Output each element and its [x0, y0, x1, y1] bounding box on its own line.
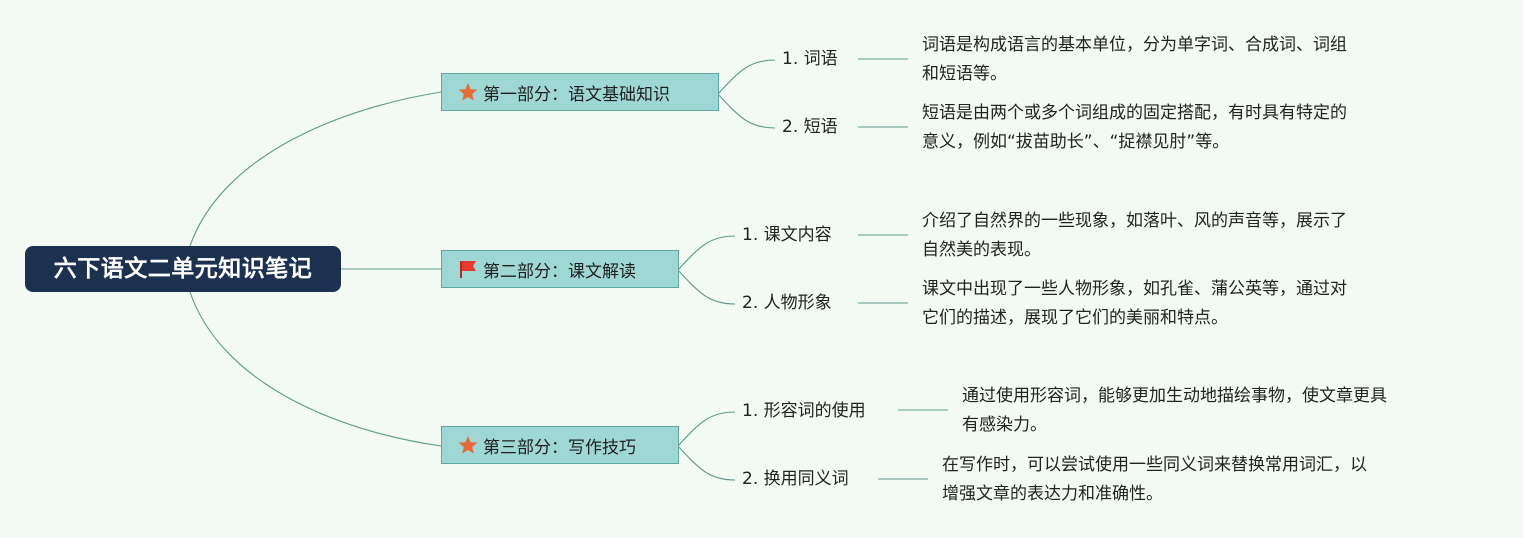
star-icon	[458, 435, 478, 455]
section-2-label: 第二部分：课文解读	[483, 261, 636, 282]
section-1-label: 第一部分：语文基础知识	[483, 84, 670, 105]
note-3-2[interactable]: 在写作时，可以尝试使用一些同义词来替换常用词汇，以 增强文章的表达力和准确性。	[942, 455, 1367, 504]
note-3-1[interactable]: 通过使用形容词，能够更加生动地描绘事物，使文章更具 有感染力。	[962, 386, 1387, 435]
link-root-section-3	[189, 291, 442, 447]
note-1-1[interactable]: 词语是构成语言的基本单位，分为单字词、合成词、词组 和短语等。	[922, 35, 1347, 84]
link-section-2-topic-2	[677, 269, 736, 305]
link-root-section-1	[189, 91, 442, 247]
topic-1-1[interactable]: 1. 词语	[782, 49, 838, 69]
topic-1-2[interactable]: 2. 短语	[782, 117, 838, 137]
flag-icon	[458, 259, 478, 279]
section-3-label: 第三部分：写作技巧	[483, 437, 636, 458]
link-section-1-topic-1	[717, 59, 776, 95]
topic-2-1[interactable]: 1. 课文内容	[742, 225, 832, 245]
link-section-3-topic-1	[677, 411, 736, 447]
note-1-2[interactable]: 短语是由两个或多个词组成的固定搭配，有时具有特定的 意义，例如“拔苗助长”、“捉…	[922, 103, 1347, 152]
link-section-2-topic-1	[677, 235, 736, 271]
link-section-3-topic-2	[677, 445, 736, 481]
section-1[interactable]: 第一部分：语文基础知识	[441, 73, 719, 111]
root-topic[interactable]: 六下语文二单元知识笔记	[25, 246, 341, 292]
link-section-1-topic-2	[717, 93, 776, 129]
topic-2-2[interactable]: 2. 人物形象	[742, 293, 832, 313]
topic-3-1[interactable]: 1. 形容词的使用	[742, 401, 866, 421]
note-2-2[interactable]: 课文中出现了一些人物形象，如孔雀、蒲公英等，通过对 它们的描述，展现了它们的美丽…	[922, 279, 1347, 328]
note-2-1[interactable]: 介绍了自然界的一些现象，如落叶、风的声音等，展示了 自然美的表现。	[922, 211, 1347, 260]
topic-3-2[interactable]: 2. 换用同义词	[742, 469, 849, 489]
section-2[interactable]: 第二部分：课文解读	[441, 250, 679, 288]
section-3[interactable]: 第三部分：写作技巧	[441, 426, 679, 464]
star-icon	[458, 82, 478, 102]
